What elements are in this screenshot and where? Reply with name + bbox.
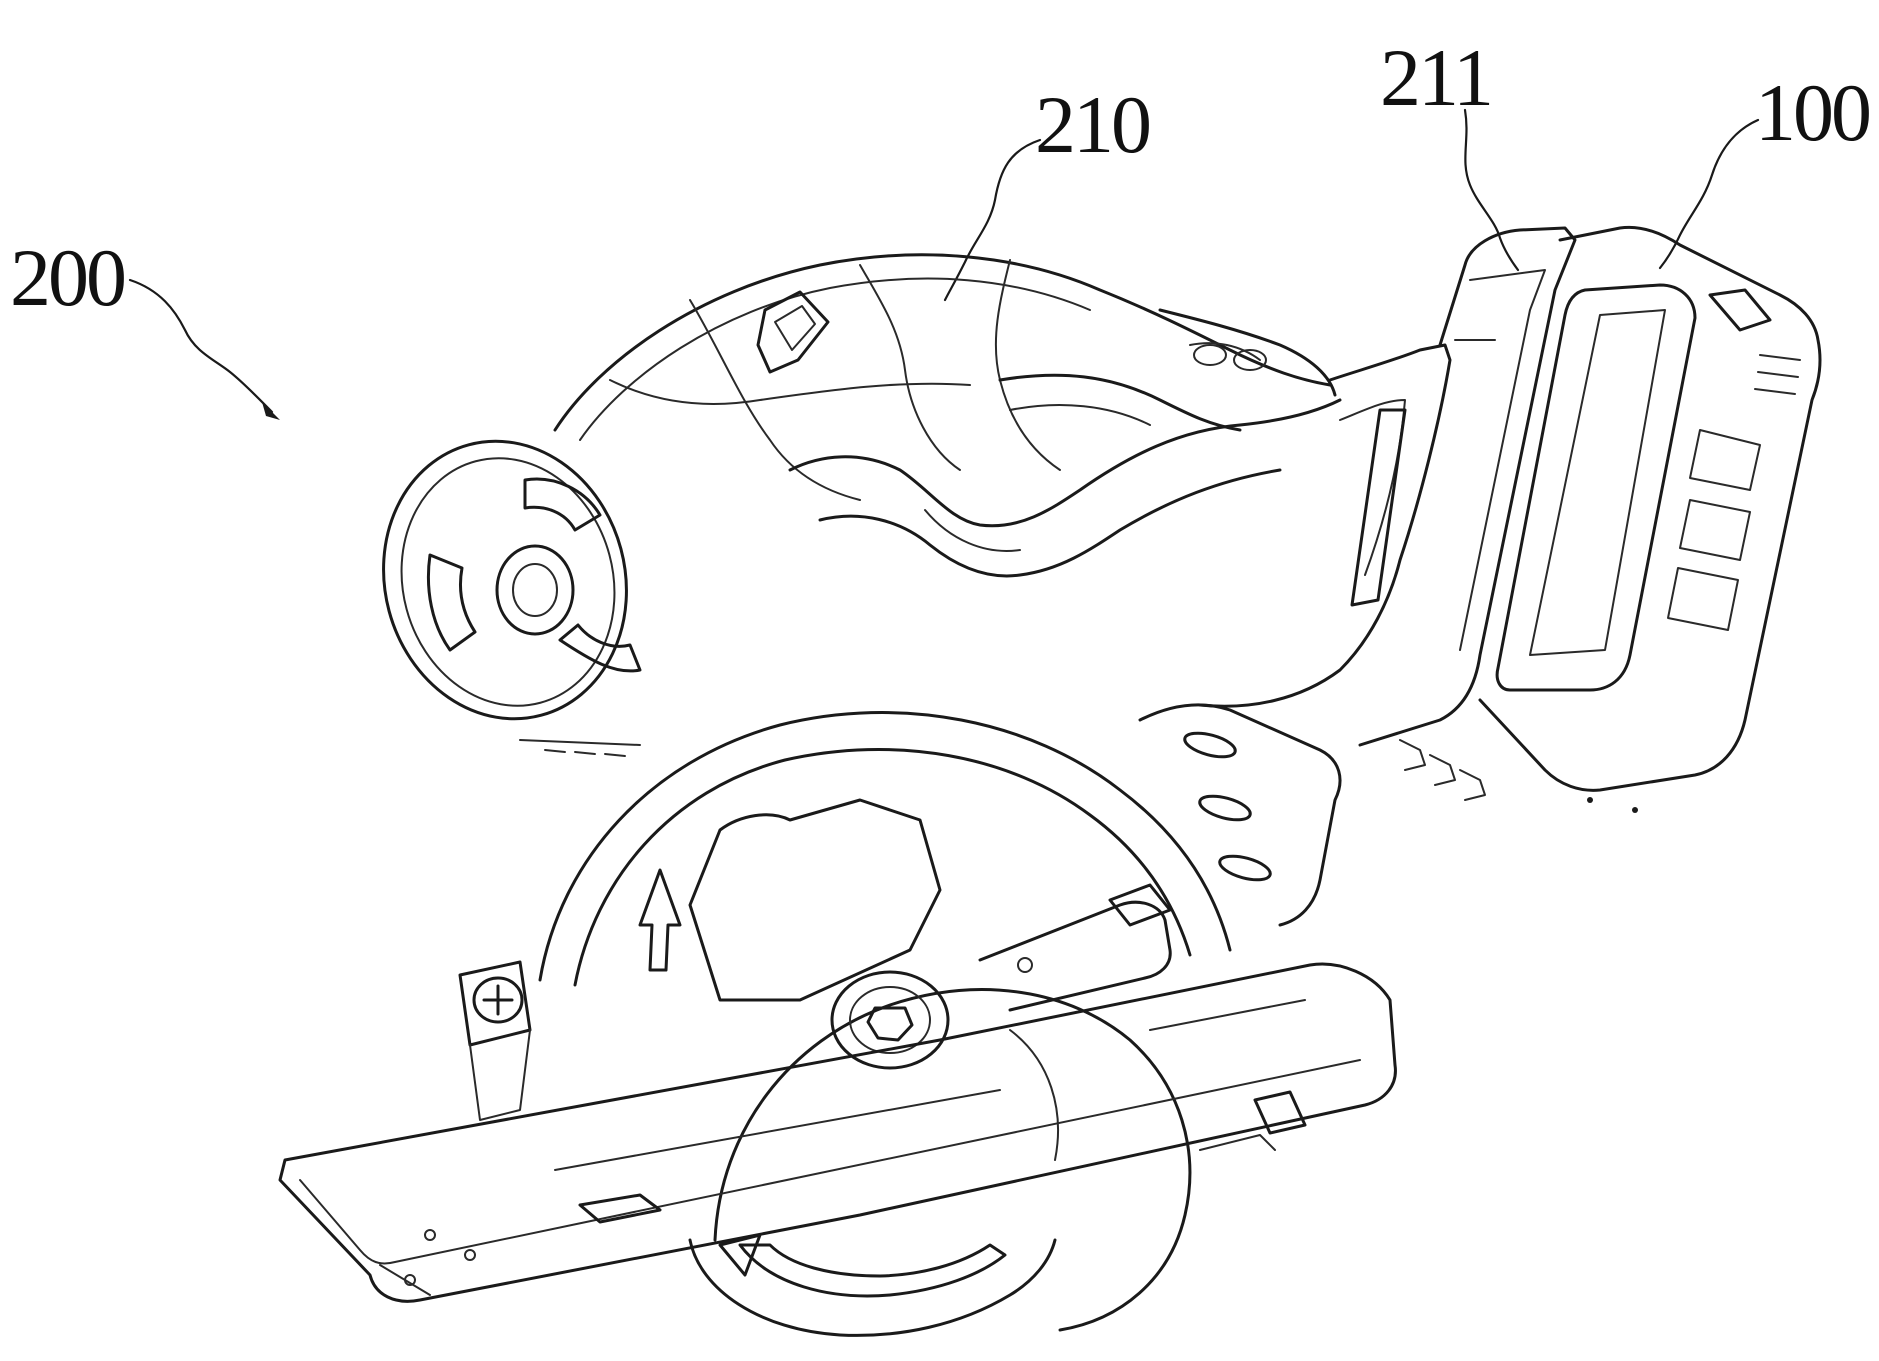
handle-upper-bar-inner [1010, 405, 1150, 425]
battery-dot-1 [1587, 797, 1593, 803]
base-plate [280, 964, 1395, 1301]
base-plate-slot-line-2 [1150, 1000, 1305, 1030]
battery-face-inner [1530, 310, 1665, 655]
lower-guard [690, 1235, 1055, 1335]
battery-dot-2 [1632, 807, 1638, 813]
leader-100 [1660, 120, 1758, 268]
top-latch-inner [775, 306, 815, 350]
battery-side-rib-1 [1690, 430, 1760, 490]
bottom-detail-1 [380, 1265, 430, 1295]
bracket-slot-2 [1197, 792, 1252, 825]
battery-pack [1400, 227, 1820, 813]
battery-contacts-1 [1400, 740, 1425, 770]
housing-seam-1 [690, 300, 860, 500]
base-plate-hole-2 [465, 1250, 475, 1260]
end-cap-base-line [520, 740, 640, 745]
blade [715, 972, 1190, 1330]
housing-seam-2 [860, 265, 960, 470]
lever-pivot [1018, 958, 1032, 972]
end-cap-hub [497, 546, 573, 634]
leader-200 [130, 280, 272, 412]
lever-arm [980, 902, 1170, 1010]
end-cap-outer [353, 414, 657, 747]
base-plate-slot-line-1 [555, 1090, 1000, 1170]
knob-plate [460, 962, 530, 1045]
battery-led-2 [1758, 372, 1798, 377]
battery-side-rib-2 [1680, 500, 1750, 560]
base-plate-hole-1 [425, 1230, 435, 1240]
knob-screw-cross [484, 986, 512, 1014]
battery-led-3 [1755, 389, 1795, 394]
guard-bracket [1140, 705, 1340, 925]
housing-seam-4 [610, 380, 970, 404]
reference-label-210: 210 [945, 79, 1149, 300]
mount-inner-edge [1460, 270, 1545, 650]
label-200: 200 [10, 232, 124, 323]
leader-210 [945, 140, 1040, 300]
battery-contacts-3 [1460, 770, 1485, 800]
rear-grip [1200, 345, 1450, 706]
bracket-slot-1 [1182, 729, 1237, 762]
direction-arrow-up [640, 870, 680, 970]
handle-bottom-edge [820, 470, 1280, 576]
handle-upper-bar [1000, 375, 1240, 430]
reference-label-200: 200 [10, 232, 280, 420]
battery-contacts-2 [1430, 755, 1455, 785]
arbor-nut [868, 1008, 912, 1040]
motor-end-cap [353, 414, 657, 756]
handle-top-edge [790, 400, 1340, 526]
end-cap-vent-marks [545, 750, 625, 756]
motor-housing [555, 255, 1335, 500]
lower-guard-outline [690, 1240, 1055, 1335]
housing-seam-3 [996, 260, 1060, 470]
end-cap-slot-2 [428, 555, 475, 650]
rear-vent-1 [1194, 345, 1226, 365]
end-cap-slot-3 [560, 625, 640, 671]
guard-window [690, 800, 940, 1000]
label-100: 100 [1755, 67, 1869, 158]
bracket-slot-3 [1217, 852, 1272, 885]
base-plate-lower-edge [300, 1060, 1360, 1264]
end-cap-hub-inner [513, 564, 557, 616]
battery-led-1 [1760, 355, 1800, 360]
handle-grip-line [925, 510, 1020, 551]
rear-grip-outline [1200, 345, 1450, 706]
battery-side-rib-3 [1668, 568, 1738, 630]
blade-guard [540, 705, 1340, 1000]
lower-guard-arrow-band [740, 1245, 1005, 1296]
leader-200-arrow [262, 402, 280, 420]
label-211: 211 [1380, 32, 1491, 123]
label-210: 210 [1035, 79, 1149, 170]
handle [790, 375, 1340, 576]
bevel-knob [460, 962, 530, 1120]
blade-inner-arc [1010, 1030, 1058, 1160]
reference-label-100: 100 [1660, 67, 1869, 268]
battery-latch [1710, 290, 1770, 330]
battery-face-panel [1497, 285, 1695, 690]
leader-211 [1465, 110, 1518, 270]
